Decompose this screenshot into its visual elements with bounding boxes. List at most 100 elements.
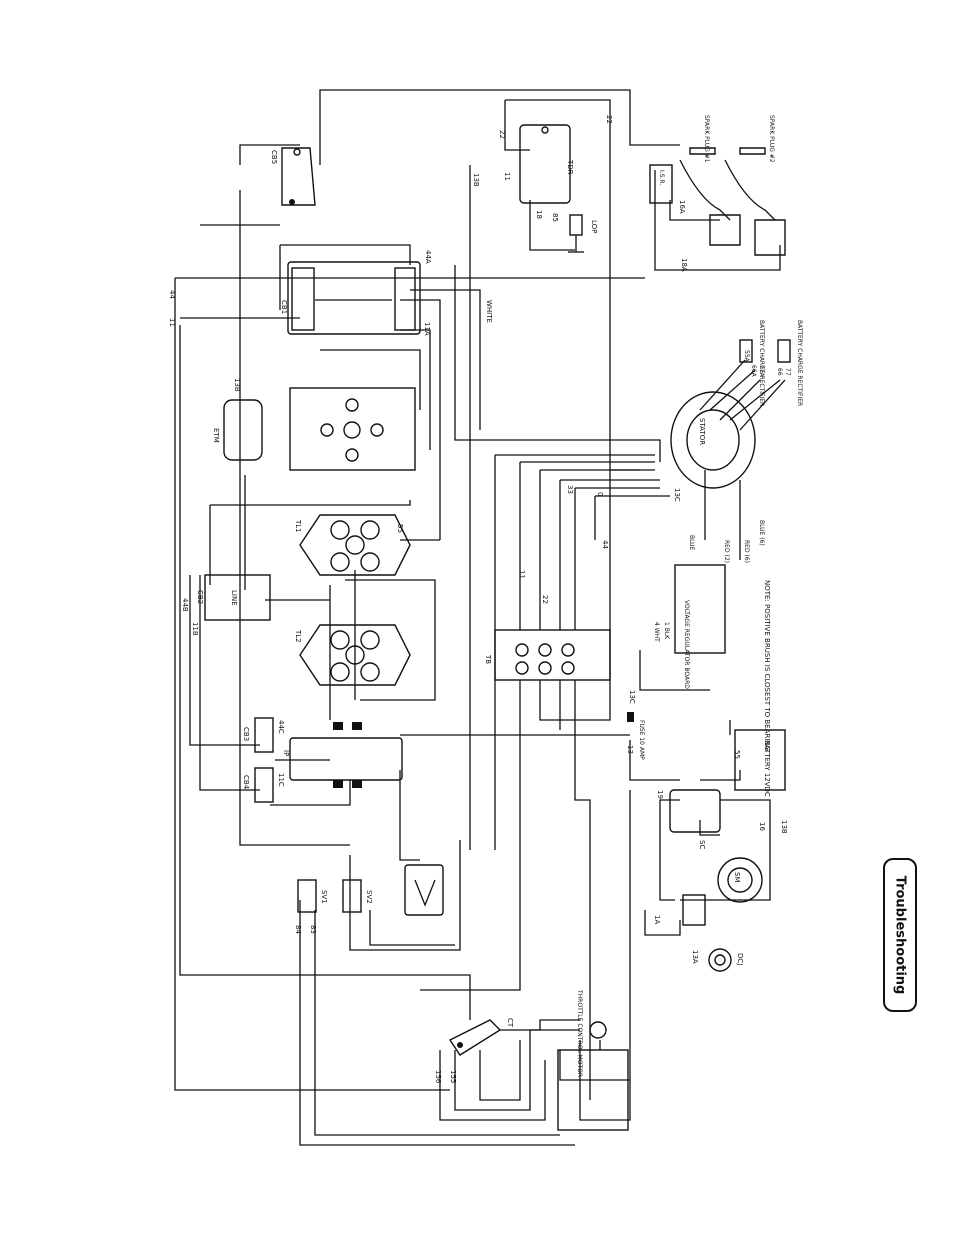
lop-label: LOP xyxy=(590,220,598,233)
line-label: LINE xyxy=(230,590,238,606)
wire-0-label: 0 xyxy=(596,492,604,496)
spark-plug-1: SPARK PLUG #1 xyxy=(679,115,741,246)
wire-33-label: 33 xyxy=(566,485,574,494)
wire-11-tb-label: 11 xyxy=(518,570,526,579)
rect1-label: BATTERY CHARGE RECTIFIER xyxy=(758,320,765,406)
section-tab-label: Troubleshooting xyxy=(892,875,908,995)
cb3-label: CB3 xyxy=(242,727,250,741)
etm-module: ETM xyxy=(212,399,263,461)
tl2-outlet: TL2 xyxy=(294,624,411,686)
wire-11b-top-label: 11 xyxy=(503,172,511,181)
cb3-breaker: CB3 xyxy=(242,717,274,753)
ct-transformer: CT xyxy=(448,1018,514,1056)
wire-1blk-label: 1 BLK xyxy=(663,622,670,640)
dc-jack: DCJ xyxy=(708,948,744,972)
etm-label: ETM xyxy=(212,428,220,443)
wire-77-label: 77 xyxy=(784,368,791,376)
wire-runs xyxy=(174,89,786,1146)
lop-switch: LOP xyxy=(568,214,598,253)
rectifier-1: BATTERY CHARGE RECTIFIER xyxy=(739,320,765,406)
wire-11c-label: 11C xyxy=(277,773,285,787)
brush-note: NOTE: POSITIVE BRUSH IS CLOSEST TO BEARI… xyxy=(763,580,771,751)
cb4-breaker: CB4 xyxy=(242,767,274,803)
wire-18a-label: 18A xyxy=(680,258,688,272)
wire-44-label: 44 xyxy=(168,290,176,299)
wire-red-2-label: RED (2) xyxy=(723,540,730,563)
throttle-label: THROTTLE CONTROL MOTOR xyxy=(576,989,583,1077)
stator: STATOR xyxy=(670,391,756,489)
tdr-label: TDR xyxy=(566,159,574,175)
wire-83-label: 83 xyxy=(309,925,317,934)
wire-4wht-label: 4 WHT xyxy=(653,622,660,642)
sw-switch xyxy=(682,894,706,926)
wire-11-label: 11 xyxy=(168,318,176,327)
wire-18-label: 18 xyxy=(535,210,543,219)
cb5: CB5 xyxy=(270,147,316,206)
tl2-label: TL2 xyxy=(294,629,302,643)
cb1-label: CB1 xyxy=(280,300,288,314)
wire-77a-label: 77A xyxy=(758,365,765,378)
wire-13c-label: 13C xyxy=(673,488,681,502)
wire-11b-label: 11B xyxy=(191,622,199,636)
wire-16-label: 16 xyxy=(758,822,766,831)
stator-label: STATOR xyxy=(698,418,706,445)
wire-white-label: WHITE xyxy=(485,300,493,323)
wire-44a-label: 44A xyxy=(424,250,432,264)
cb5-label: CB5 xyxy=(270,150,278,164)
vreg-label: VOLTAGE REGULATOR BOARD xyxy=(683,600,690,689)
wire-44c-label: 44C xyxy=(277,720,285,734)
wire-13b-label: 13B xyxy=(233,378,241,392)
tl1-outlet: TL1 xyxy=(294,514,411,576)
starter-motor: SM xyxy=(717,857,763,903)
rectifier-2: BATTERY CHARGE RECTIFIER xyxy=(777,320,803,406)
cb2-label: CB2 xyxy=(196,590,204,604)
wire-44b-label: 44B xyxy=(181,598,189,612)
wire-84-label: 84 xyxy=(294,925,302,934)
tb-terminal-block: TB xyxy=(484,629,611,681)
wire-13b-sm-label: 13B xyxy=(780,820,788,834)
starter-contactor: SC xyxy=(669,789,721,849)
wire-55-label: 55 xyxy=(396,524,404,533)
wire-66a-label: 66A xyxy=(750,365,757,378)
wire-blue-6-label: BLUE (6) xyxy=(758,520,765,546)
wire-blue-label: BLUE xyxy=(688,535,695,551)
isr-module: I.S.R. xyxy=(649,164,673,204)
isr-label: I.S.R. xyxy=(658,170,665,185)
sv1: SV1 xyxy=(297,879,328,913)
wire-red-6-label: RED (6) xyxy=(743,540,750,563)
section-tab-troubleshooting[interactable]: Troubleshooting xyxy=(883,858,917,1012)
wire-156-label: 156 xyxy=(434,1070,442,1084)
wire-11a-label: 11A xyxy=(423,322,431,336)
sv1-label: SV1 xyxy=(320,890,328,904)
wire-155-label: 155 xyxy=(449,1070,457,1083)
cb1-breaker: CB1 xyxy=(280,261,421,335)
wire-22-tb-label: 22 xyxy=(541,595,549,604)
spark2-label: SPARK PLUG #2 xyxy=(768,115,775,163)
throttle-motor: THROTTLE CONTROL MOTOR xyxy=(557,989,629,1131)
wire-19-label: 19 xyxy=(656,790,664,799)
battery-label: BATTERY 12VDC xyxy=(763,740,771,797)
cb4-label: CB4 xyxy=(242,775,250,790)
rect2-label: BATTERY CHARGE RECTIFIER xyxy=(796,320,803,406)
wire-13b-top-label: 13B xyxy=(472,173,480,187)
generator-brush-block xyxy=(289,387,416,471)
battery: BATTERY 12VDC xyxy=(734,729,786,797)
spark-plug-2: SPARK PLUG #2 xyxy=(724,115,786,256)
line-breaker-cb2: LINE CB2 xyxy=(196,574,271,621)
wire-13a-dcj-label: 13A xyxy=(691,950,699,964)
sv2-label: SV2 xyxy=(365,890,373,904)
wire-44-tb-label: 44 xyxy=(601,540,609,549)
tdr-module: TDR xyxy=(519,124,574,204)
fuse-10amp: FUSE 10 AMP xyxy=(627,712,645,760)
tb-label: TB xyxy=(484,654,492,664)
ct-label: CT xyxy=(506,1018,514,1028)
wire-22-label: 22 xyxy=(498,130,506,139)
sv2: SV2 xyxy=(342,879,373,913)
note-group: NOTE: POSITIVE BRUSH IS CLOSEST TO BEARI… xyxy=(763,580,771,751)
tl1-label: TL1 xyxy=(294,519,302,533)
fuse-label: FUSE 10 AMP xyxy=(638,720,645,760)
wire-22-top-label: 22 xyxy=(605,115,613,124)
wire-66-label: 66 xyxy=(776,368,783,376)
dcj-label: DCJ xyxy=(736,953,744,965)
